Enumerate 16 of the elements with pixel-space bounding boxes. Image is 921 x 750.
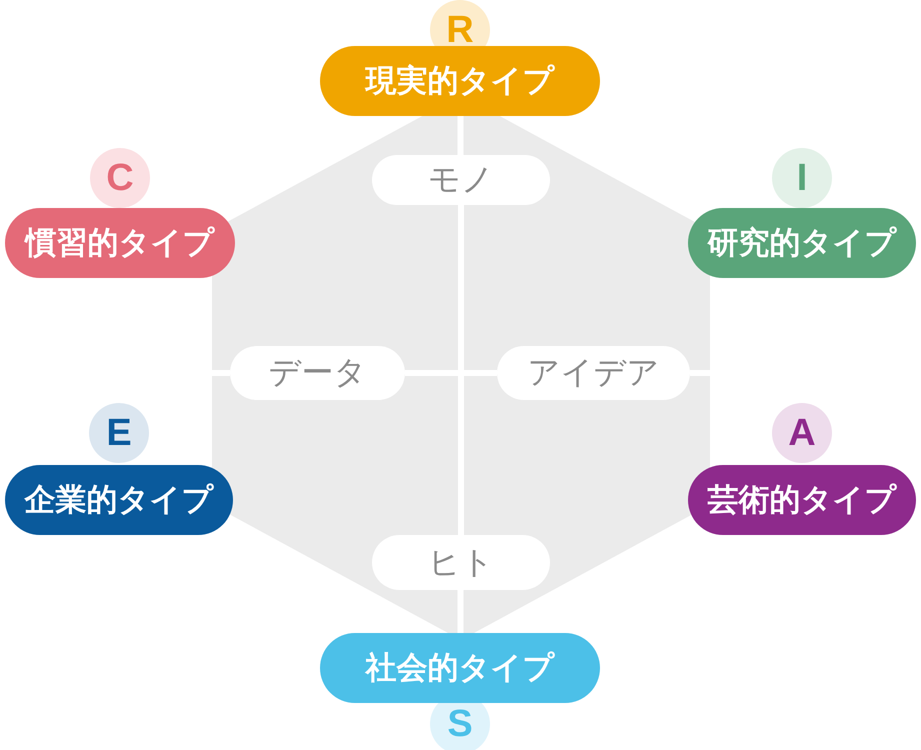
type-label: 現実的タイプ [320,46,600,116]
category-label: モノ [372,155,550,205]
category-label: ヒト [372,535,550,590]
category-label: アイデア [497,346,690,400]
type-label: 慣習的タイプ [5,208,235,278]
type-label: 芸術的タイプ [688,465,916,535]
category-label: データ [230,346,405,400]
letter-badge: C [90,148,150,208]
type-label: 社会的タイプ [320,633,600,703]
connector-line [458,116,464,155]
type-label: 研究的タイプ [688,208,916,278]
type-label: 企業的タイプ [5,465,233,535]
connector-line [458,590,464,633]
letter-badge: I [772,148,832,208]
letter-badge: A [772,403,832,463]
letter-badge: E [89,403,149,463]
